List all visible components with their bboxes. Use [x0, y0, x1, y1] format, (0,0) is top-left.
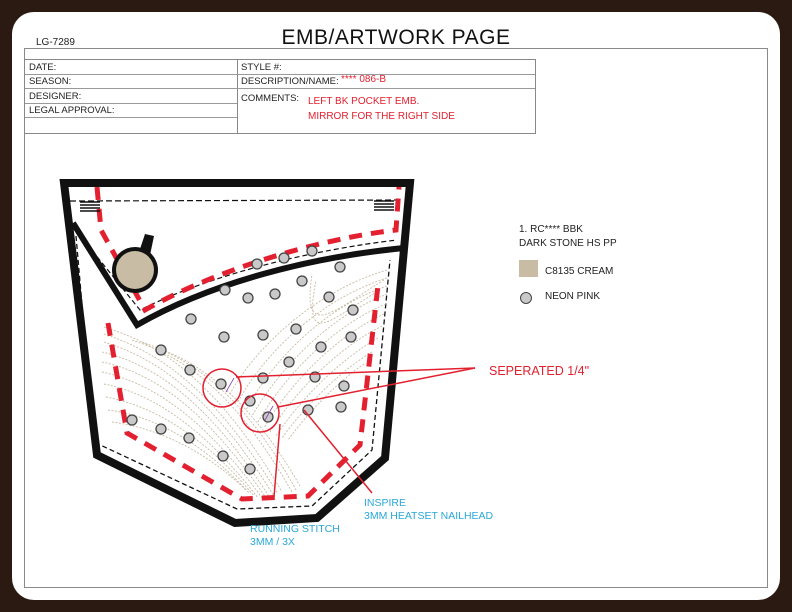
comments-line-1: LEFT BK POCKET EMB. [308, 96, 420, 107]
legend-cream-label: C8135 CREAM [545, 266, 614, 277]
style-code: LG-7289 [36, 37, 75, 48]
style-label: STYLE #: [241, 62, 282, 73]
callout-markers [202, 367, 476, 498]
legal-approval-label: LEGAL APPROVAL: [29, 105, 115, 116]
spacing-arrows [225, 377, 274, 421]
season-label: SEASON: [29, 76, 72, 87]
info-row-line [25, 74, 535, 75]
info-row-line [25, 88, 535, 89]
info-row-line [25, 103, 237, 104]
body-stitch-black [75, 235, 391, 510]
info-divider [237, 60, 238, 133]
running-stitch-note: RUNNING STITCH 3MM / 3X [250, 523, 340, 549]
page-frame [24, 48, 768, 588]
running-stitch-line-2: 3MM / 3X [250, 536, 295, 548]
flap-curve-edge [70, 221, 405, 330]
designer-label: DESIGNER: [29, 91, 82, 102]
description-value: **** 086-B [341, 74, 387, 85]
description-label: DESCRIPTION/NAME: [241, 76, 339, 87]
running-stitch-line-1: RUNNING STITCH [250, 523, 340, 535]
page-title: EMB/ARTWORK PAGE [281, 26, 511, 49]
embroidery-threads [101, 269, 388, 499]
body-stitch-red [105, 284, 381, 502]
flap-stitch-red [94, 186, 402, 314]
legend-thread-line-2: DARK STONE HS PP [519, 238, 617, 249]
nailhead-swatch [520, 292, 532, 304]
flap-bottom-edge [69, 199, 404, 202]
nailhead-dots [126, 245, 359, 475]
legend-pink-label: NEON PINK [545, 291, 601, 302]
date-label: DATE: [29, 62, 57, 73]
separated-callout: SEPERATED 1/4" [489, 364, 590, 378]
comments-label: COMMENTS: [241, 93, 300, 104]
pocket-diagram [59, 179, 476, 528]
comments-line-2: MIRROR FOR THE RIGHT SIDE [308, 111, 455, 122]
info-row-line [25, 117, 237, 118]
cream-swatch [519, 260, 538, 277]
inspire-line-2: 3MM HEATSET NAILHEAD [364, 510, 494, 522]
flap-end-bars [80, 200, 394, 212]
legend-thread-line-1: 1. RC**** BBK [519, 224, 583, 235]
inspire-note: INSPIRE 3MM HEATSET NAILHEAD [364, 497, 493, 523]
info-block: DATE: SEASON: DESIGNER: LEGAL APPROVAL: … [24, 59, 536, 134]
inspire-line-1: INSPIRE [364, 497, 407, 509]
artwork-sheet: LG-7289 EMB/ARTWORK PAGE DATE: SEASON: D… [12, 12, 780, 600]
pocket-button [112, 234, 158, 293]
